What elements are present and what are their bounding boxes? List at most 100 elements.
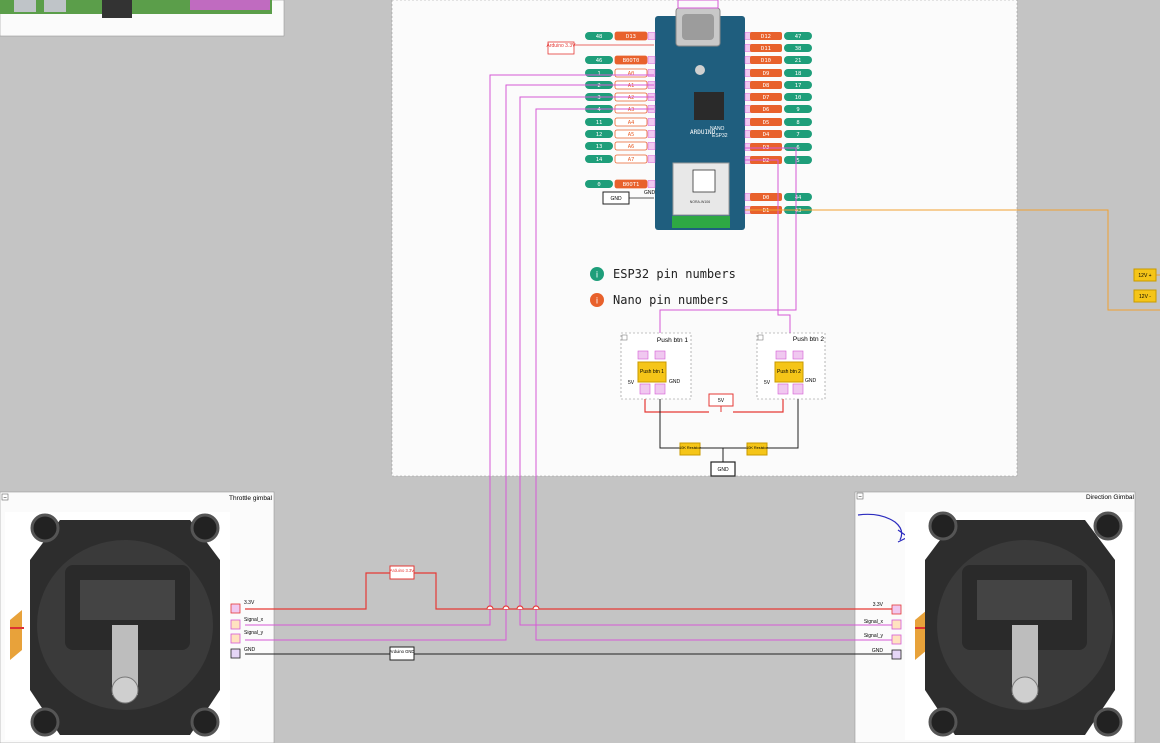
esp32-pin-label: 1 [597, 71, 600, 77]
nano-pin-label: D7 [763, 95, 770, 101]
esp32-pin-label: 6 [796, 145, 799, 151]
nano-pin-label: A3 [628, 107, 635, 113]
board-variant: ESP32 [712, 133, 728, 139]
direction-pin-signal-y: Signal_y [864, 633, 884, 639]
esp32-pin-badge [784, 156, 812, 164]
nano-pin-label: A4 [628, 120, 635, 126]
push-btn-1-title: Push btn 1 [657, 337, 688, 344]
nano-pin-label: D11 [761, 46, 771, 52]
push-btn-1-body: Push btn 1 [640, 369, 664, 375]
board-logo: ARDUINO [690, 129, 716, 136]
nano-legend-icon [590, 293, 604, 307]
nano-pin-label: B0OT0 [623, 58, 640, 64]
direction-pin-gnd: GND [872, 648, 884, 654]
esp32-pin-label: 13 [596, 144, 603, 150]
esp32-pin-label: 18 [795, 71, 802, 77]
pin-pad [647, 32, 656, 40]
esp32-pin-label: 2 [597, 83, 600, 89]
esp32-pin-badge [784, 56, 812, 64]
nano-pin-badge [750, 118, 782, 126]
v12-plus-label: 12V + [1138, 273, 1151, 279]
esp32-legend-icon [590, 267, 604, 281]
left-pin-row: 46 B0OT0 [585, 55, 656, 65]
arduino-board: ARDUINO NANO ESP32 NORA-W106 [655, 0, 745, 230]
esp32-pin-label: 46 [596, 58, 603, 64]
push-btn-1-gnd: GND [669, 379, 681, 385]
nano-pin-label: D0 [763, 195, 770, 201]
pin-pad [647, 142, 656, 150]
nano-pin-badge [614, 55, 648, 65]
throttle-pin-signal-x: Signal_x [244, 617, 264, 623]
nano-pin-label: D1 [763, 208, 770, 214]
nano-pin-label: D10 [761, 58, 771, 64]
nano-pin-badge [614, 117, 648, 127]
esp32-legend-icon-glyph: i [596, 270, 598, 280]
push-button-1: Push btn 1 Push btn 1 5V GND [620, 332, 692, 400]
nano-pin-label: D12 [761, 34, 771, 40]
esp32-pin-badge [784, 44, 812, 52]
nano-pin-label: A1 [628, 83, 635, 89]
push-btn-2-gnd: GND [805, 378, 817, 384]
esp32-pin-label: 7 [796, 132, 799, 138]
gnd-box-bottom [710, 461, 736, 477]
esp32-pin-badge [784, 105, 812, 113]
esp32-pin-badge [784, 69, 812, 77]
nano-pin-label: D6 [763, 107, 770, 113]
nano-pin-badge [750, 56, 782, 64]
right-pin-row: D9 18 [744, 69, 812, 77]
esp32-pin-badge [585, 180, 613, 188]
esp32-pin-badge [784, 32, 812, 40]
v12-minus-label: 12V - [1139, 294, 1151, 300]
collapse-icon[interactable] [856, 492, 864, 500]
esp32-pin-badge [585, 130, 613, 138]
nano-legend-label: Nano pin numbers [613, 293, 729, 307]
v12-plus-box [1133, 268, 1157, 282]
collapse-icon-glyph: − [3, 496, 7, 502]
nano-pin-label: A5 [628, 132, 635, 138]
gnd-pin-label: GND [644, 190, 656, 196]
nano-pin-badge [750, 81, 782, 89]
power-wires [245, 395, 895, 610]
right-pin-row: D4 7 [744, 130, 812, 138]
direction-gimbal-image [905, 511, 1133, 740]
nano-pin-label: D2 [763, 158, 770, 164]
esp32-pin-badge [585, 32, 613, 40]
esp32-pin-badge [784, 93, 812, 101]
nano-pin-label: D9 [763, 71, 770, 77]
esp32-pin-badge [784, 118, 812, 126]
esp32-pin-badge [585, 155, 613, 163]
nano-pin-badge [750, 44, 782, 52]
nano-pin-badge [750, 105, 782, 113]
throttle-gimbal-title: Throttle gimbal [229, 495, 273, 502]
ground-wires [245, 395, 895, 655]
resistor-1-label: 10K Resistor [679, 446, 701, 450]
nano-pin-label: D8 [763, 83, 770, 89]
nano-pin-badge [614, 141, 648, 151]
esp32-pin-label: 5 [796, 158, 799, 164]
nano-pin-badge [750, 193, 782, 201]
collapse-icon[interactable] [1, 493, 9, 501]
arduino-gnd-label: Arduino GND [390, 649, 415, 654]
collapse-icon-glyph: − [858, 495, 862, 501]
nano-pin-badge [750, 93, 782, 101]
esp32-pin-badge [784, 130, 812, 138]
push-button-2: Push btn 2 Push btn 2 5V GND [756, 332, 826, 400]
throttle-pin-signal-y: Signal_y [244, 630, 264, 636]
arduino-3v3-label: Arduino 3.3V [547, 43, 577, 49]
nano-pin-badge [614, 179, 648, 189]
nano-pin-label: D4 [763, 132, 770, 138]
esp32-pin-badge [585, 118, 613, 126]
arduino-gnd-box [389, 646, 415, 661]
esp32-legend-label: ESP32 pin numbers [613, 267, 736, 281]
esp32-pin-label: 43 [795, 208, 802, 214]
gnd-box-label: GND [610, 196, 622, 202]
nano-legend-icon-glyph: i [596, 296, 598, 306]
